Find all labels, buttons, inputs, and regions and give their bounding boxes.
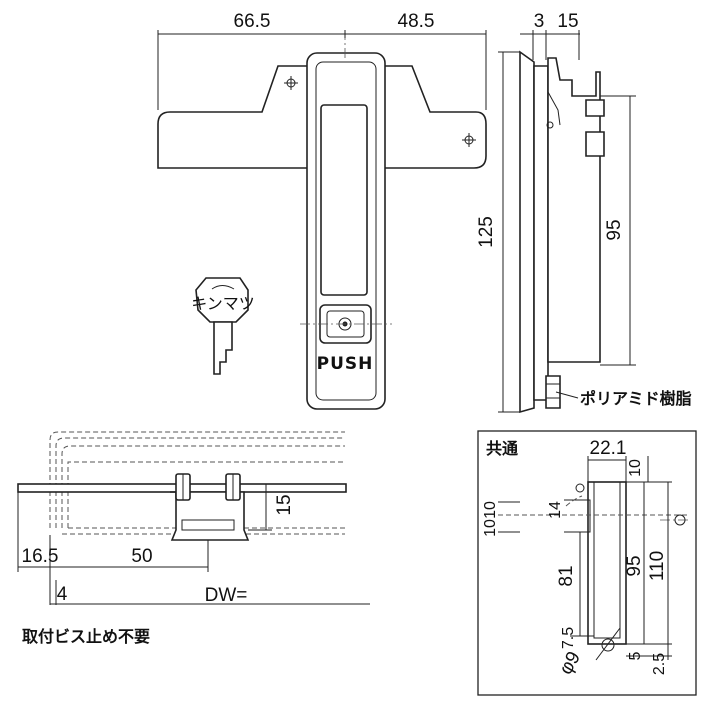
dim-10-top: 10 [627, 459, 644, 477]
dim-2-5: 2.5 [651, 653, 668, 675]
dim-14: 14 [547, 501, 564, 519]
dim-95-cutout: 95 [624, 555, 645, 576]
side-pawl [585, 99, 605, 117]
side-view: 3 15 125 95 ポリアミド樹脂 [476, 11, 692, 414]
dim-50: 50 [131, 546, 152, 567]
mounting-note: 取付ビス止め不要 [22, 627, 150, 646]
dim-5: 5 [627, 651, 644, 660]
side-cam [585, 131, 605, 157]
dw-label: DW= [205, 585, 248, 606]
dim-phi9: φ9 [555, 648, 585, 678]
key-head [195, 277, 249, 323]
dim-3: 3 [534, 11, 545, 32]
dim-10-a: 10 [482, 501, 499, 519]
dim-22-1: 22.1 [590, 438, 627, 459]
key-blade [213, 321, 233, 375]
dim-15-bottom: 15 [274, 494, 295, 515]
dim-66-5: 66.5 [234, 11, 271, 32]
cutout-panel-border [477, 430, 697, 696]
screw-hole-left [284, 76, 298, 90]
dim-16-5: 16.5 [22, 546, 59, 567]
screw-hole-right [462, 133, 476, 147]
side-plate [519, 50, 535, 414]
dim-48-5: 48.5 [398, 11, 435, 32]
side-body [533, 65, 549, 401]
dim-4: 4 [57, 584, 68, 605]
dim-81: 81 [556, 565, 577, 586]
dim-125: 125 [476, 216, 497, 248]
key-grip-hole [211, 285, 235, 290]
push-label: PUSH [317, 354, 374, 374]
front-view: PUSH 66.5 48.5 [157, 11, 487, 410]
dim-95-side: 95 [604, 219, 625, 240]
key-label: キンマツ [191, 296, 255, 313]
cutout-title: 共通 [486, 439, 518, 458]
bottom-view: 15 16.5 50 4 DW= 取付ビス止め不要 [17, 431, 370, 646]
dim-10-b: 10 [482, 519, 499, 537]
handle-grip-recess [320, 104, 368, 296]
material-label: ポリアミド樹脂 [580, 389, 692, 408]
dim-7-5: 7.5 [560, 627, 577, 649]
key: キンマツ [191, 277, 255, 375]
dim-110: 110 [647, 551, 668, 581]
dim-15-side: 15 [557, 11, 578, 32]
cutout-panel: 共通 22.1 10 14 10 10 95 110 81 [477, 430, 697, 696]
handle-inner-frame [315, 61, 377, 401]
